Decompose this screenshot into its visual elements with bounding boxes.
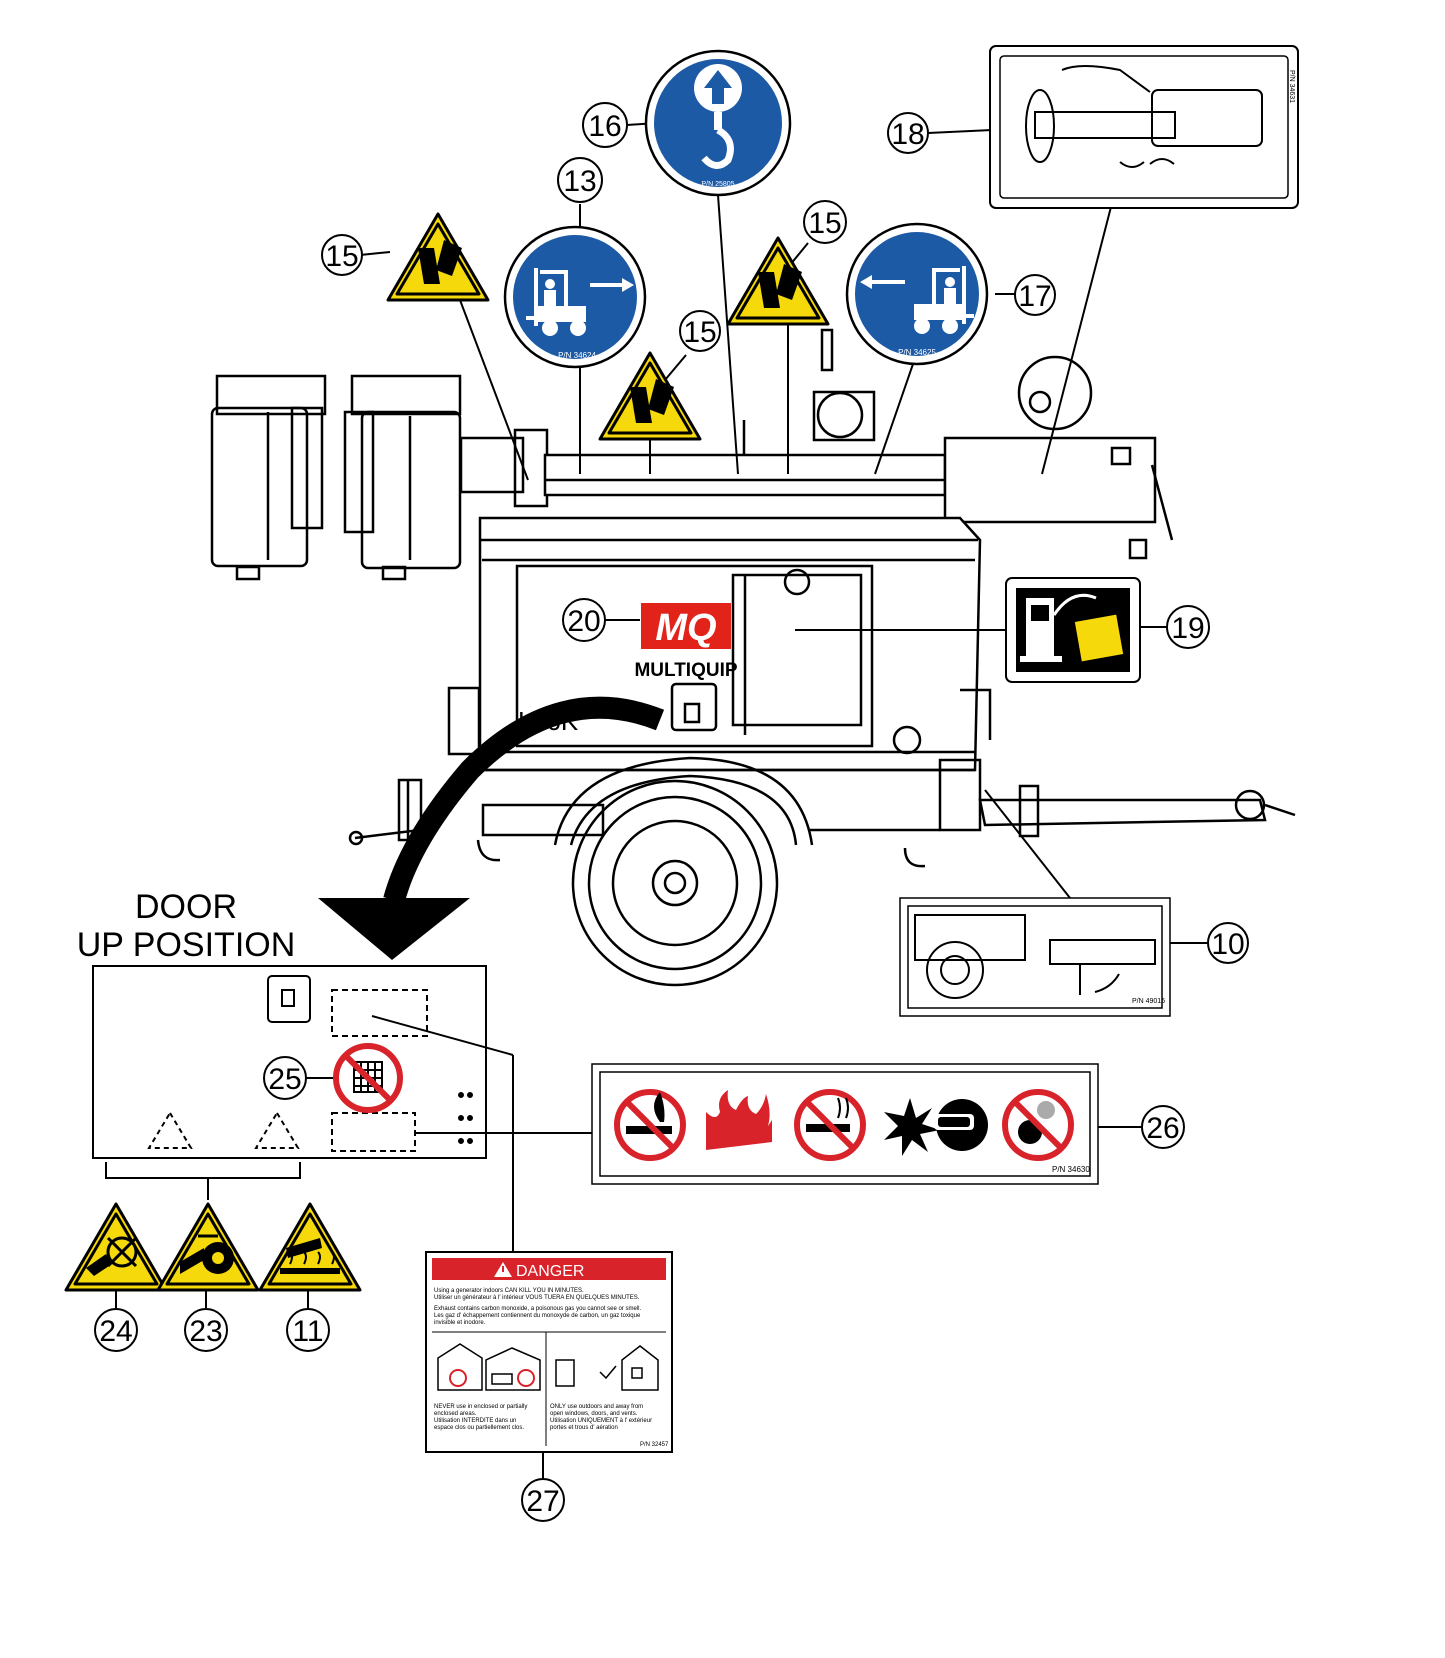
- danger-line1-en: Using a generator indoors CAN KILL YOU I…: [434, 1288, 584, 1294]
- logo-multiquip: MULTIQUIP: [634, 660, 737, 681]
- decal-19-fuel: [1005, 577, 1141, 683]
- belt-entanglement-icon: [180, 1234, 234, 1274]
- no-smoking-icon: [794, 1089, 866, 1161]
- co-pictograms: [437, 1343, 659, 1391]
- callout-13: 13: [563, 165, 596, 198]
- pinch-point-icon: [758, 264, 802, 308]
- light-fixture-left: [210, 374, 327, 581]
- decal-18-mast-lock: P/N 34631: [989, 45, 1299, 209]
- danger-line1-fr: Utiliser un générateur à l' intérieur VO…: [434, 1295, 640, 1301]
- danger-left-4: espace clos ou partiellement clos.: [434, 1425, 524, 1431]
- danger-left-2: enclosed areas.: [434, 1411, 477, 1417]
- part-number-18: P/N 34631: [1288, 70, 1295, 103]
- leader-lines: [105, 122, 1210, 1480]
- fire-icon: [706, 1090, 772, 1150]
- callout-11: 11: [292, 1315, 323, 1348]
- decal-20-multiquip-logo: MQ MULTIQUIP: [634, 603, 738, 681]
- callout-27: 27: [526, 1485, 559, 1518]
- decal-10-trailer: P/N 49016: [899, 897, 1171, 1017]
- door-label-line2: UP POSITION: [77, 926, 296, 964]
- decal-26-prohibitions: P/N 34630: [591, 1063, 1099, 1185]
- lift-hook-icon: [694, 64, 742, 169]
- danger-line2-en: Exhaust contains carbon monoxide, a pois…: [434, 1306, 641, 1312]
- callout-19: 19: [1171, 612, 1204, 645]
- callout-15-right: 15: [808, 207, 841, 240]
- arrow-left-icon: [860, 275, 905, 289]
- decal-15-pinch-middle: [598, 351, 702, 441]
- callout-17: 17: [1018, 280, 1051, 313]
- fuel-pump-icon: [1020, 593, 1124, 662]
- danger-right-3: Utilisation UNIQUEMENT à l' extérieur: [550, 1418, 652, 1424]
- decal-11-hot-surface: [258, 1202, 362, 1292]
- door-panel: [92, 965, 487, 1159]
- callout-23: 23: [189, 1315, 222, 1348]
- callout-15-middle: 15: [683, 316, 716, 349]
- decal-24-fan-warning: [64, 1202, 168, 1292]
- danger-alert-icon: [494, 1262, 512, 1277]
- callout-16: 16: [588, 110, 621, 143]
- callout-10: 10: [1211, 928, 1244, 961]
- danger-right-1: ONLY use outdoors and away from: [550, 1404, 643, 1410]
- door-arrow: [318, 696, 665, 960]
- decal-13-forklift-right: P/N 34624: [503, 225, 647, 369]
- danger-left-3: Utilisation INTERDITE dans un: [434, 1418, 516, 1424]
- part-number-16: P/N 25805: [701, 181, 734, 188]
- danger-line2-fr-a: Les gaz d' échappement contiennent du mo…: [434, 1313, 641, 1319]
- decal-15-pinch-left: [386, 212, 490, 302]
- danger-header: DANGER: [516, 1263, 584, 1280]
- arrow-right-icon: [590, 278, 634, 292]
- decal-15-pinch-right: [726, 236, 830, 326]
- door-label-line1: DOOR: [135, 888, 237, 926]
- callout-20: 20: [567, 605, 600, 638]
- part-number-13: P/N 34624: [558, 351, 596, 360]
- no-flame-icon: [614, 1089, 686, 1161]
- part-number-27: P/N 32457: [640, 1442, 669, 1448]
- callout-24: 24: [99, 1315, 132, 1348]
- decal-25-no-grille: [333, 1043, 403, 1113]
- no-spray-icon: [1002, 1089, 1074, 1161]
- callout-26: 26: [1146, 1112, 1179, 1145]
- callout-18: 18: [891, 118, 924, 151]
- decal-23-belt-warning: [156, 1202, 260, 1292]
- decal-16-lift-point: P/N 25805: [644, 49, 792, 197]
- pinch-point-icon: [630, 379, 674, 423]
- eye-protection-icon: [934, 1099, 988, 1151]
- fan-blade-icon: [86, 1236, 138, 1276]
- callouts: [94, 102, 1249, 1522]
- callout-15-left: 15: [325, 240, 358, 273]
- danger-line2-fr-b: invisible et inodore.: [434, 1320, 486, 1326]
- callout-25: 25: [268, 1063, 301, 1096]
- danger-right-2: open windows, doors, and vents.: [550, 1411, 638, 1417]
- hot-surface-icon: [280, 1238, 340, 1274]
- pinch-point-icon: [418, 240, 462, 284]
- trailer-jack-icon: [914, 914, 1156, 999]
- light-fixture-right: [343, 374, 462, 581]
- danger-left-1: NEVER use in enclosed or partially: [434, 1404, 527, 1410]
- logo-mq: MQ: [655, 607, 716, 649]
- part-number-26: P/N 34630: [1052, 1165, 1090, 1174]
- part-number-17: P/N 34625: [898, 348, 936, 357]
- explosion-icon: [884, 1098, 940, 1156]
- decal-27-danger-co: DANGER Using a generator indoors CAN KIL…: [425, 1251, 673, 1453]
- part-number-10: P/N 49016: [1132, 998, 1165, 1005]
- mast-lock-pin-icon: [1025, 65, 1263, 168]
- decal-17-forklift-left: P/N 34625: [845, 222, 989, 366]
- danger-right-4: portes et trous d' aération: [550, 1425, 618, 1431]
